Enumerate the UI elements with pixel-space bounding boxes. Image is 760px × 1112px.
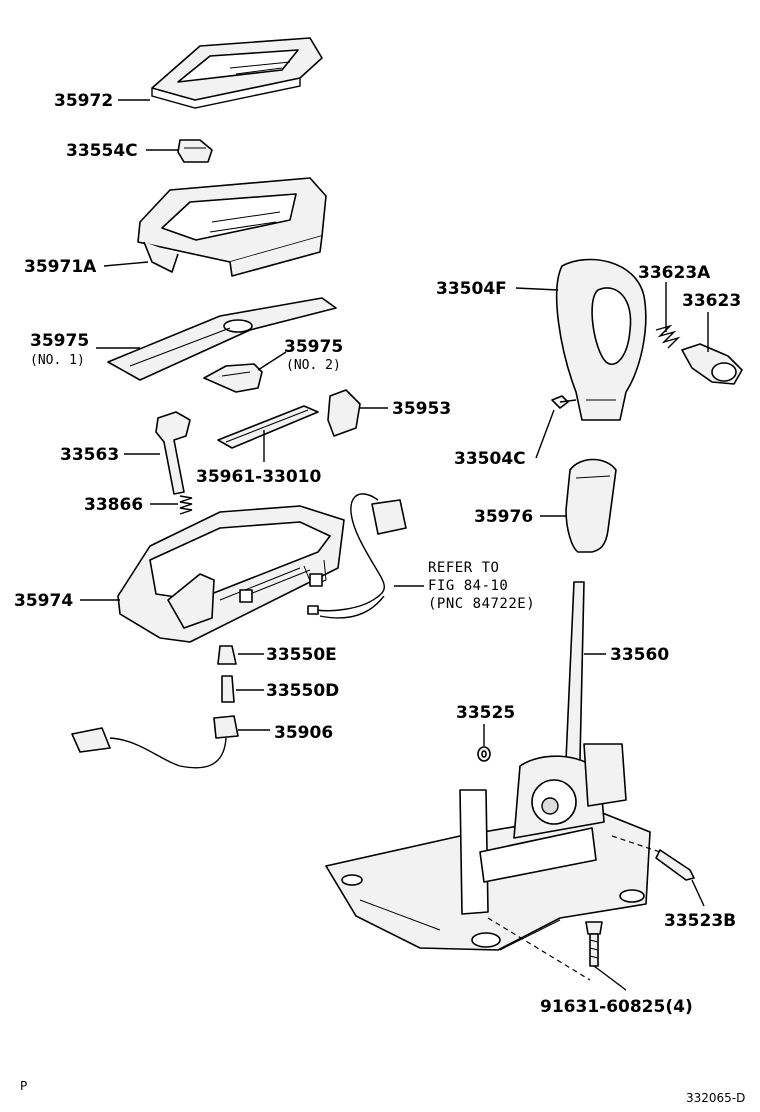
refer-note-line2: FIG 84-10 xyxy=(428,578,508,594)
leader-35975-no2 xyxy=(257,351,287,371)
part-33623-button xyxy=(681,343,743,385)
part-33866-spring xyxy=(179,495,193,515)
harness-refer-fig-84-10 xyxy=(307,493,407,619)
part-33523b-pin xyxy=(611,835,695,881)
callout-33560: 33560 xyxy=(610,645,669,665)
callout-35971a: 35971A xyxy=(24,257,97,277)
part-35975-no1-dust-cover xyxy=(107,297,337,381)
leader-33504c xyxy=(535,409,555,459)
callout-33550d: 33550D xyxy=(266,681,339,701)
callout-33623a: 33623A xyxy=(638,263,711,283)
part-35974-housing xyxy=(117,505,345,643)
callout-33563: 33563 xyxy=(60,445,119,465)
callout-35975-no2: 35975 xyxy=(284,337,343,357)
part-33550e-socket xyxy=(217,645,237,665)
callout-35953: 35953 xyxy=(392,399,451,419)
part-33623a-spring xyxy=(655,324,681,349)
part-33560-shift-lever-assembly xyxy=(325,581,651,951)
leader-35971a xyxy=(103,261,149,267)
callout-33523b: 33523B xyxy=(664,911,736,931)
callout-35976: 35976 xyxy=(474,507,533,527)
callout-33504f: 33504F xyxy=(436,279,507,299)
part-33554c-clip xyxy=(177,139,213,163)
part-35953-bracket xyxy=(327,389,361,437)
callout-33623: 33623 xyxy=(682,291,741,311)
callout-35974: 35974 xyxy=(14,591,73,611)
callout-35961: 35961-33010 xyxy=(196,467,322,487)
refer-note-line3: (PNC 84722E) xyxy=(428,596,535,612)
callout-35906: 35906 xyxy=(274,723,333,743)
callout-33866: 33866 xyxy=(84,495,143,515)
callout-33504c: 33504C xyxy=(454,449,526,469)
callout-35975-no1-note: (NO. 1) xyxy=(30,353,85,368)
callout-91631: 91631-60825(4) xyxy=(540,997,693,1017)
part-35971a-indicator-housing xyxy=(137,177,327,277)
part-35906-wire xyxy=(71,715,239,769)
part-33550d-bulb xyxy=(221,675,235,703)
callout-35975-no1: 35975 xyxy=(30,331,89,351)
callout-33554c: 33554C xyxy=(66,141,138,161)
callout-33525: 33525 xyxy=(456,703,515,723)
part-33504c-screw xyxy=(551,395,577,409)
leader-33504f xyxy=(515,287,559,291)
part-33504f-shift-knob xyxy=(555,258,647,421)
callout-33550e: 33550E xyxy=(266,645,337,665)
leader-91631 xyxy=(593,965,627,991)
refer-note-line1: REFER TO xyxy=(428,560,499,576)
footer-left-mark: P xyxy=(20,1079,27,1093)
part-35961-link xyxy=(217,405,319,449)
part-35975-no2-dust-cover xyxy=(203,363,263,393)
part-91631-bolt xyxy=(487,917,603,981)
part-33525-washer xyxy=(477,746,491,762)
callout-35972: 35972 xyxy=(54,91,113,111)
part-33563-lock-lever xyxy=(155,411,191,495)
part-35972-indicator-plate xyxy=(151,37,323,109)
callout-35975-no2-note: (NO. 2) xyxy=(286,358,341,373)
part-35976-knob-boot xyxy=(565,458,617,553)
figure-code: 332065-D xyxy=(686,1091,745,1105)
leader-33523b xyxy=(691,879,705,907)
